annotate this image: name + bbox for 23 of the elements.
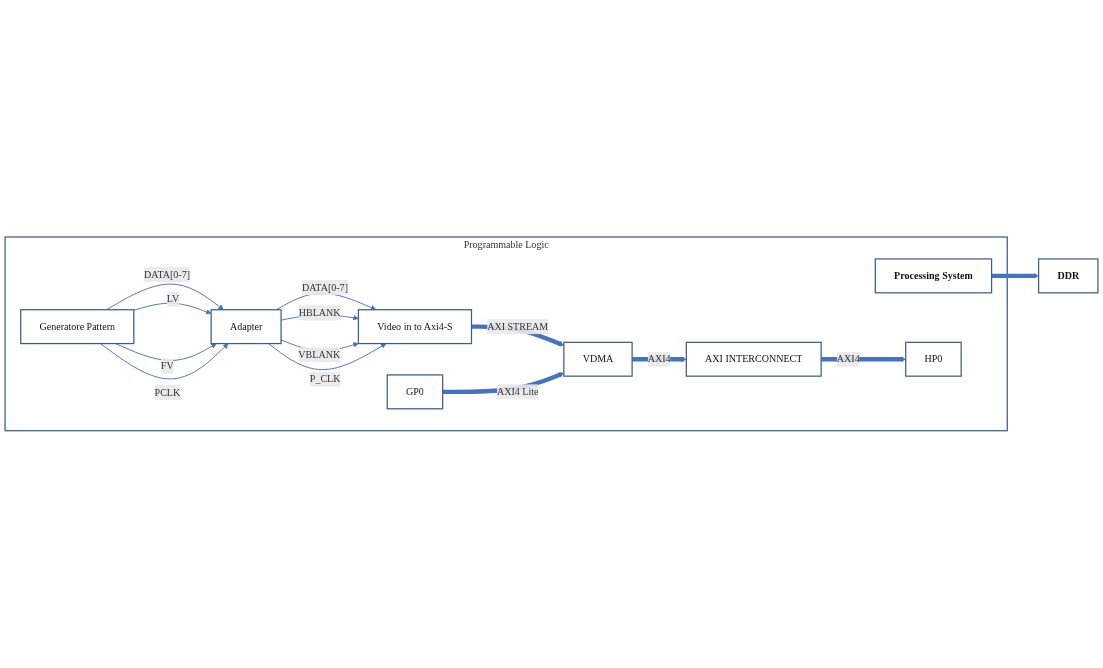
node-box: AXI INTERCONNECT xyxy=(685,341,822,377)
edge-label: DATA[0-7] xyxy=(144,269,191,280)
edge-label: AXI4 Lite xyxy=(496,386,539,397)
node-box: Video in to Axi4-S xyxy=(357,309,473,345)
edge-label: AXI4 xyxy=(836,353,860,365)
edge-label: P_CLK xyxy=(309,373,341,385)
edge-label: VBLANK xyxy=(298,349,341,360)
arrow xyxy=(821,356,906,363)
arrow xyxy=(991,273,1039,279)
edge-label: DATA[0-7] xyxy=(301,282,348,293)
node-box: GP0 xyxy=(386,374,444,410)
edge-label: FV xyxy=(160,360,174,372)
node-box: HP0 xyxy=(905,341,962,377)
node-box: Processing System xyxy=(874,258,993,294)
edge-label: PCLK xyxy=(154,387,181,398)
node-box: Adapter xyxy=(210,309,282,345)
edge-label: AXI STREAM xyxy=(487,321,549,332)
edge-label: AXI4 xyxy=(647,353,671,365)
edge-label: HBLANK xyxy=(298,307,341,319)
node-box: Generatore Pattern xyxy=(20,309,135,345)
node-box: VDMA xyxy=(563,341,633,377)
node-box: DDR xyxy=(1037,258,1099,294)
edge-label: LV xyxy=(166,293,180,305)
